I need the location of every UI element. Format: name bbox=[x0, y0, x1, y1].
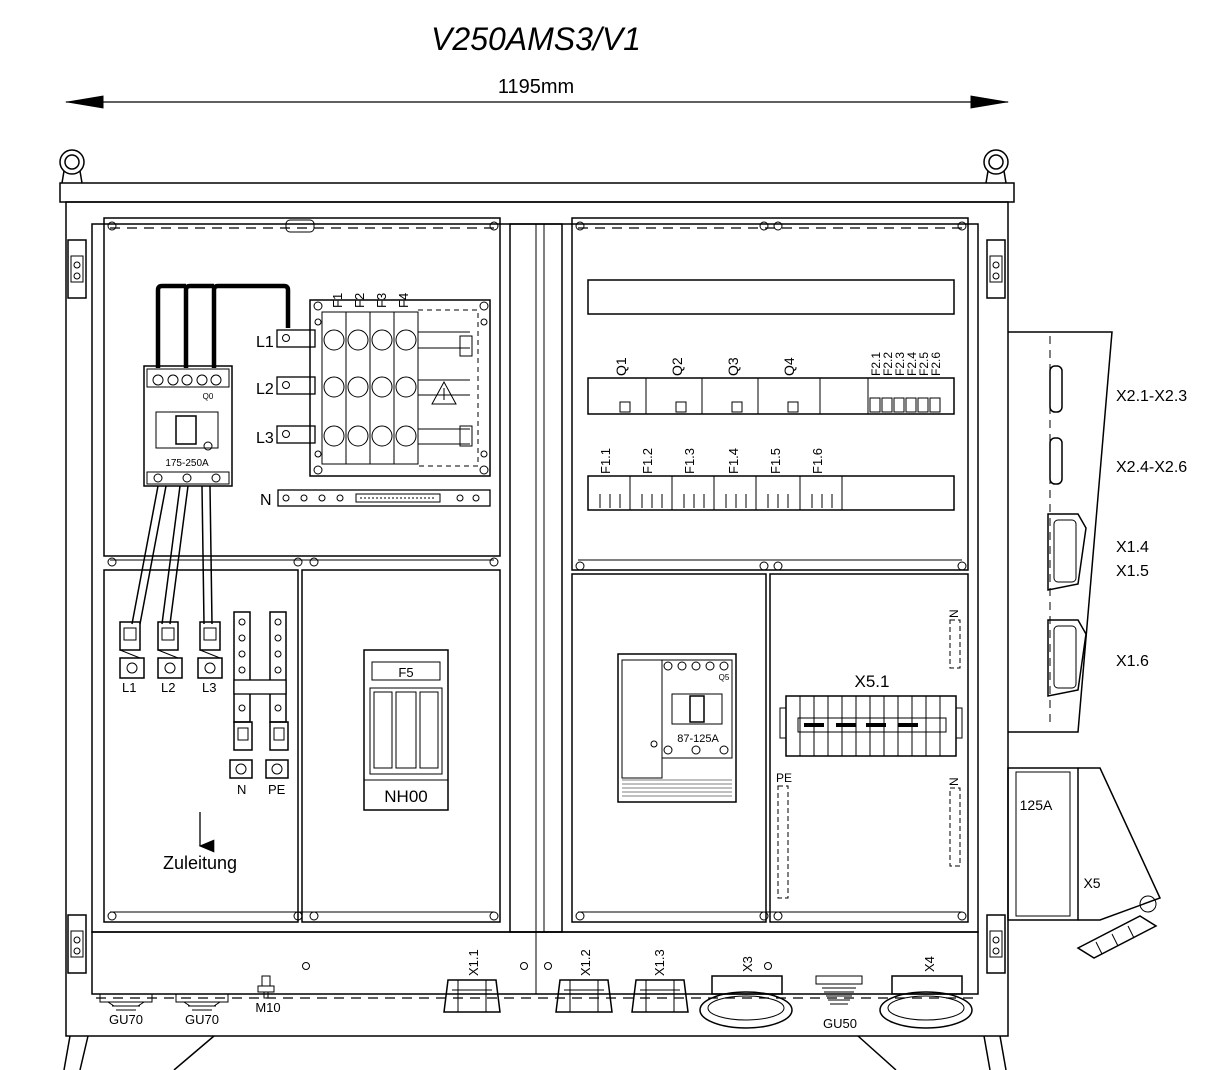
x5-1-label: X5.1 bbox=[855, 672, 890, 691]
socket-x2-1-x2-3-label: X2.1-X2.3 bbox=[1116, 388, 1187, 405]
breaker-q5 bbox=[617, 653, 737, 803]
q0-range-label: 175-250A bbox=[165, 458, 209, 469]
breakers-f1-row bbox=[587, 475, 955, 511]
breaker-f1-1-label: F1.1 bbox=[598, 448, 613, 474]
cable-gland-gu70-b bbox=[175, 993, 229, 1011]
socket-x1-1 bbox=[443, 979, 501, 1013]
cee-id-label: X5 bbox=[1083, 875, 1100, 891]
fuse-f4-label: F4 bbox=[396, 293, 411, 308]
x5-1-n-top-label: N bbox=[947, 609, 961, 618]
socket-x4-label: X4 bbox=[922, 956, 937, 972]
breaker-f1-6-label: F1.6 bbox=[810, 448, 825, 474]
lifting-eye-left bbox=[59, 149, 85, 184]
breaker-f2-6-label: F2.6 bbox=[929, 352, 943, 376]
side-socket-box bbox=[1008, 331, 1113, 733]
busbar-l1-label: L1 bbox=[256, 334, 274, 351]
compartment-right-lower-b bbox=[769, 573, 969, 923]
compartment-right-lower-a bbox=[571, 573, 767, 923]
cable-gland-gu50 bbox=[815, 975, 863, 1005]
cabinet-roof bbox=[59, 182, 1015, 203]
cabinet-legs bbox=[63, 1035, 1007, 1070]
socket-x4 bbox=[879, 975, 973, 1029]
busbar-assembly bbox=[276, 299, 491, 507]
x5-1-n-bottom-label: N bbox=[947, 777, 961, 786]
x5-1-pe-label: PE bbox=[776, 771, 792, 785]
earth-bolt-m10 bbox=[257, 975, 275, 999]
fuse-holder-f5 bbox=[363, 649, 449, 811]
compartment-left-lower-b bbox=[301, 569, 501, 923]
breaker-q2-label: Q2 bbox=[669, 357, 685, 376]
cee-socket-x5 bbox=[1007, 767, 1162, 959]
terminal-l2-label: L2 bbox=[161, 680, 175, 695]
f5-label: F5 bbox=[398, 665, 413, 680]
breaker-q1-label: Q1 bbox=[613, 357, 629, 376]
fuse-f1-label: F1 bbox=[330, 293, 345, 308]
gland-plate bbox=[91, 931, 979, 995]
cabinet-inner-frame bbox=[91, 223, 979, 933]
socket-x3-label: X3 bbox=[740, 956, 755, 972]
nh00-label: NH00 bbox=[384, 787, 427, 806]
busbar-n-label: N bbox=[260, 492, 272, 509]
breakers-q-row bbox=[587, 377, 955, 415]
q5-range-label: 87-125A bbox=[677, 733, 719, 745]
socket-x1-4-label: X1.4 bbox=[1116, 539, 1149, 556]
socket-x1-5-label: X1.5 bbox=[1116, 563, 1149, 580]
terminals-n-pe bbox=[229, 611, 289, 779]
cee-rating-label: 125A bbox=[1020, 797, 1053, 813]
socket-x2-4-x2-6-label: X2.4-X2.6 bbox=[1116, 459, 1187, 476]
breaker-f2-4-label: F2.4 bbox=[905, 352, 919, 376]
breaker-f2-3-label: F2.3 bbox=[893, 352, 907, 376]
lifting-eye-right bbox=[983, 149, 1009, 184]
breaker-q3-label: Q3 bbox=[725, 357, 741, 376]
bolt-m10-label: M10 bbox=[255, 1000, 280, 1015]
socket-x1-2 bbox=[555, 979, 613, 1013]
socket-x1-2-label: X1.2 bbox=[578, 949, 593, 976]
breaker-f2-5-label: F2.5 bbox=[917, 352, 931, 376]
q0-label: Q0 bbox=[203, 392, 214, 401]
busbar-l2-label: L2 bbox=[256, 381, 274, 398]
socket-x1-1-label: X1.1 bbox=[466, 949, 481, 976]
breaker-f1-2-label: F1.2 bbox=[640, 448, 655, 474]
socket-x1-3 bbox=[631, 979, 689, 1013]
width-dimension-label: 1195mm bbox=[498, 76, 574, 98]
breaker-q4-label: Q4 bbox=[781, 357, 797, 376]
q5-label: Q5 bbox=[719, 673, 730, 682]
terminals-l1-l3 bbox=[119, 621, 223, 679]
breaker-f2-1-label: F2.1 bbox=[869, 352, 883, 376]
drawing-title: V250AMS3/V1 bbox=[431, 21, 641, 57]
cabinet-body bbox=[65, 201, 1009, 1037]
breaker-f1-4-label: F1.4 bbox=[726, 448, 741, 474]
hinge-top-left bbox=[67, 239, 87, 299]
socket-x1-3-label: X1.3 bbox=[652, 949, 667, 976]
breaker-f2-2-label: F2.2 bbox=[881, 352, 895, 376]
terminal-l3-label: L3 bbox=[202, 680, 216, 695]
terminal-block-x5-1 bbox=[779, 695, 963, 757]
busbar-l3-label: L3 bbox=[256, 430, 274, 447]
terminal-pe-label: PE bbox=[268, 782, 286, 797]
compartment-left-lower-a bbox=[103, 569, 299, 923]
terminal-l1-label: L1 bbox=[122, 680, 136, 695]
fuse-f3-label: F3 bbox=[374, 293, 389, 308]
hinge-top-right bbox=[986, 239, 1006, 299]
breaker-f1-3-label: F1.3 bbox=[682, 448, 697, 474]
socket-x1-6-label: X1.6 bbox=[1116, 653, 1149, 670]
hinge-bottom-left bbox=[67, 914, 87, 974]
compartment-left-upper bbox=[103, 217, 501, 557]
hinge-bottom-right bbox=[986, 914, 1006, 974]
socket-x3 bbox=[699, 975, 793, 1029]
gland-gu70-a-label: GU70 bbox=[109, 1012, 143, 1027]
feed-label: Zuleitung bbox=[163, 853, 237, 873]
gland-gu50-label: GU50 bbox=[823, 1016, 857, 1031]
cable-gland-gu70-a bbox=[99, 993, 153, 1011]
cover-strip-top bbox=[587, 279, 955, 315]
gland-gu70-b-label: GU70 bbox=[185, 1012, 219, 1027]
terminal-n-label: N bbox=[237, 782, 246, 797]
feed-cables bbox=[131, 485, 213, 625]
compartment-right-upper bbox=[571, 217, 969, 571]
breaker-f1-5-label: F1.5 bbox=[768, 448, 783, 474]
fuse-f2-label: F2 bbox=[352, 293, 367, 308]
